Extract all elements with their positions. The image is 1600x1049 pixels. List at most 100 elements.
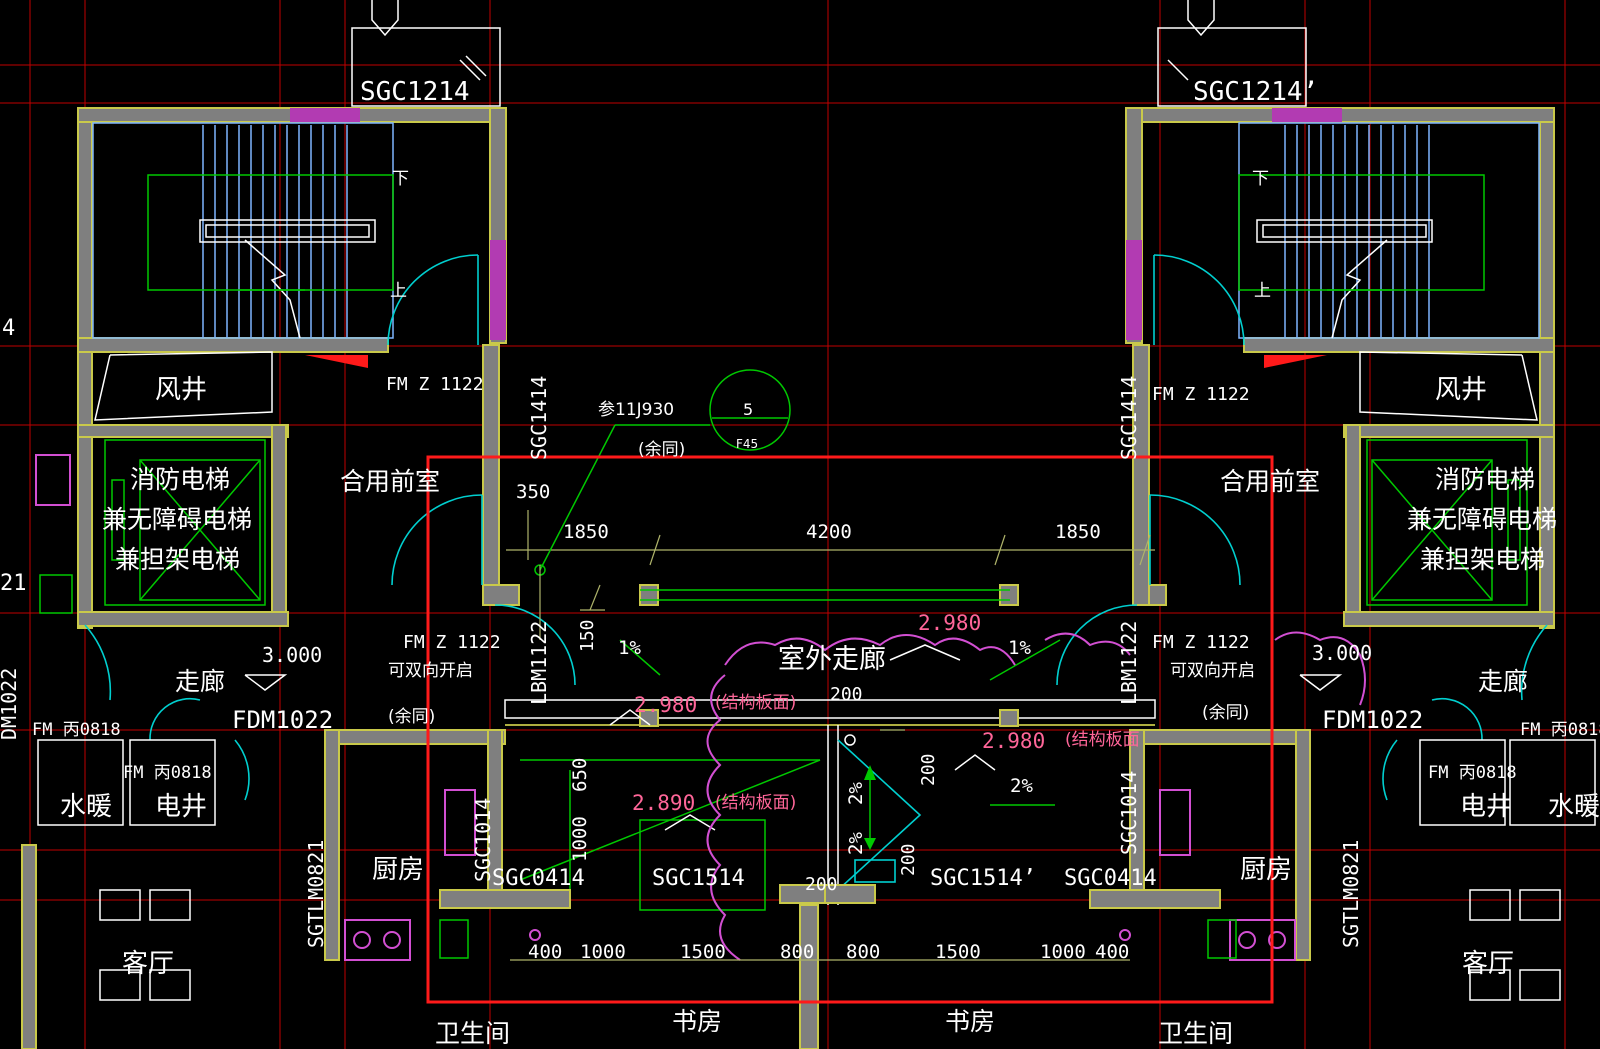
level-2890: 2.890 bbox=[632, 791, 695, 815]
corridor-left: 走廊 bbox=[175, 667, 225, 696]
outdoor-corridor: 室外走廊 bbox=[778, 644, 886, 675]
highlight-selection-box[interactable] bbox=[426, 455, 1274, 1004]
dim-800-left: 800 bbox=[780, 941, 814, 963]
door-fm-bing-0818-left-a: FM 丙0818 bbox=[32, 720, 121, 740]
window-label-sgc1214: SGC1214 bbox=[360, 77, 470, 107]
dim-4200: 4200 bbox=[806, 521, 852, 543]
dim-1850-left: 1850 bbox=[563, 521, 609, 543]
top-window-boxes bbox=[351, 0, 1307, 107]
left-red-marker bbox=[305, 355, 368, 368]
bathroom-left: 卫生间 bbox=[435, 1019, 510, 1048]
door-fdm1022-left: FDM1022 bbox=[232, 706, 333, 734]
edge-number-4: 4 bbox=[2, 316, 15, 341]
window-pink-left bbox=[290, 108, 360, 122]
shared-lobby-right: 合用前室 bbox=[1220, 467, 1320, 496]
right-doors bbox=[1056, 254, 1548, 801]
slope-2pct-vert-top: 2% bbox=[845, 782, 867, 805]
edge-number-21: 21 bbox=[0, 571, 27, 596]
ref-same: (余同) bbox=[638, 440, 685, 460]
dim-150: 150 bbox=[577, 619, 598, 652]
door-fm-bing-0818-right-b: FM 丙0818 bbox=[1428, 763, 1517, 783]
central-corridor bbox=[504, 369, 1366, 961]
door-sgc1414-left: SGC1414 bbox=[527, 376, 551, 460]
study-right: 书房 bbox=[945, 1007, 995, 1036]
living-room-left: 客厅 bbox=[122, 949, 174, 979]
right-red-marker bbox=[1264, 355, 1327, 368]
door-sgc1414-right: SGC1414 bbox=[1117, 376, 1141, 460]
elevator-left-line3: 兼担架电梯 bbox=[115, 545, 240, 574]
door-sgc1514-prime: SGC1514’ bbox=[930, 866, 1036, 891]
door-fm-bing-0818-left-b: FM 丙0818 bbox=[123, 763, 212, 783]
door-sgc1014-right: SGC1014 bbox=[1117, 771, 1141, 855]
level-2980-mid-left: 2.980 bbox=[634, 693, 697, 717]
left-stair-steps bbox=[92, 122, 394, 368]
elevator-left-line2: 兼无障碍电梯 bbox=[102, 505, 252, 534]
shared-lobby-left: 合用前室 bbox=[340, 467, 440, 496]
left-stair-walls bbox=[77, 107, 1167, 629]
dim-1500-left: 1500 bbox=[680, 941, 726, 963]
bathroom-right: 卫生间 bbox=[1158, 1019, 1233, 1048]
door-fm-yi-1122-mid-right: FM Z 1122 bbox=[1152, 632, 1250, 653]
water-heating-right: 水暖 bbox=[1548, 792, 1600, 822]
slope-1pct-right: 1% bbox=[1008, 637, 1031, 659]
right-shaft-elevator bbox=[1359, 351, 1538, 606]
stair-up-right: 上 bbox=[1254, 281, 1271, 301]
dim-400-right: 400 bbox=[1095, 941, 1129, 963]
right-stair-walls bbox=[1125, 107, 1555, 629]
door-double-right: 可双向开启 bbox=[1170, 661, 1255, 681]
door-sgc0414-left: SGC0414 bbox=[492, 866, 585, 891]
door-double-left: 可双向开启 bbox=[388, 661, 473, 681]
dim-1000-vert: 1000 bbox=[569, 816, 591, 862]
electric-shaft-left: 电井 bbox=[155, 792, 207, 822]
left-doors bbox=[84, 254, 576, 801]
door-dm1022-edge: DM1022 bbox=[0, 668, 21, 740]
door-lbm1122-right: LBM1122 bbox=[1117, 621, 1141, 705]
door-sgtlm0821-left: SGTLM0821 bbox=[304, 840, 328, 948]
dim-200-top: 200 bbox=[830, 684, 863, 705]
dim-1850-right: 1850 bbox=[1055, 521, 1101, 543]
ref-sheet: F45 bbox=[736, 437, 758, 451]
elevator-right-line3: 兼担架电梯 bbox=[1420, 545, 1545, 574]
window-pink-left-side bbox=[490, 240, 506, 340]
shaft-right: 风井 bbox=[1435, 375, 1487, 405]
dim-200-vert-a: 200 bbox=[918, 753, 939, 786]
level-3000-left: 3.000 bbox=[262, 643, 322, 667]
right-stair-steps bbox=[1238, 122, 1540, 368]
door-same-left: (余同) bbox=[388, 707, 435, 727]
dim-1000-right: 1000 bbox=[1040, 941, 1086, 963]
door-fm-yi-1122-top-left: FM Z 1122 bbox=[386, 374, 484, 395]
slope-2pct-vert-bottom: 2% bbox=[845, 832, 867, 855]
dim-1500-right: 1500 bbox=[935, 941, 981, 963]
stair-up-left: 上 bbox=[390, 281, 407, 301]
stair-down-right: 下 bbox=[1252, 169, 1269, 189]
elevator-right-line2: 兼无障碍电梯 bbox=[1407, 505, 1557, 534]
text-labels: SGC1214 SGC1214’ 下 上 下 上 风井 风井 消防电梯 兼无障碍… bbox=[0, 77, 1600, 1048]
study-left: 书房 bbox=[672, 1007, 722, 1036]
shaft-left: 风井 bbox=[155, 375, 207, 405]
door-sgc0414-right: SGC0414 bbox=[1064, 866, 1157, 891]
corridor-right: 走廊 bbox=[1478, 667, 1528, 696]
level-marker-left bbox=[244, 674, 288, 691]
dim-200-vert-b: 200 bbox=[898, 843, 919, 876]
dim-1000-left: 1000 bbox=[580, 941, 626, 963]
left-shaft-elevator bbox=[94, 351, 273, 606]
kitchen-left: 厨房 bbox=[372, 855, 424, 885]
stair-down-left: 下 bbox=[392, 169, 409, 189]
dim-800-right: 800 bbox=[846, 941, 880, 963]
door-lbm1122-left: LBM1122 bbox=[527, 621, 551, 705]
door-fm-yi-1122-top-right: FM Z 1122 bbox=[1152, 384, 1250, 405]
struct-face-3: (结构板面) bbox=[715, 793, 796, 813]
dim-200-bottom: 200 bbox=[805, 874, 838, 895]
window-label-sgc1214-prime: SGC1214’ bbox=[1193, 77, 1318, 107]
living-room-right: 客厅 bbox=[1462, 949, 1514, 979]
bottom-apartment-walls bbox=[21, 454, 1596, 1049]
elevator-right-line1: 消防电梯 bbox=[1435, 465, 1535, 494]
kitchen-right: 厨房 bbox=[1240, 855, 1292, 885]
struct-face-1: (结构板面) bbox=[715, 693, 796, 713]
slope-2pct-right: 2% bbox=[1010, 775, 1033, 797]
door-fdm1022-right: FDM1022 bbox=[1322, 706, 1423, 734]
door-sgtlm0821-right: SGTLM0821 bbox=[1339, 840, 1363, 948]
elevator-left-line1: 消防电梯 bbox=[130, 465, 230, 494]
struct-face-2: (结构板面 bbox=[1065, 730, 1140, 750]
